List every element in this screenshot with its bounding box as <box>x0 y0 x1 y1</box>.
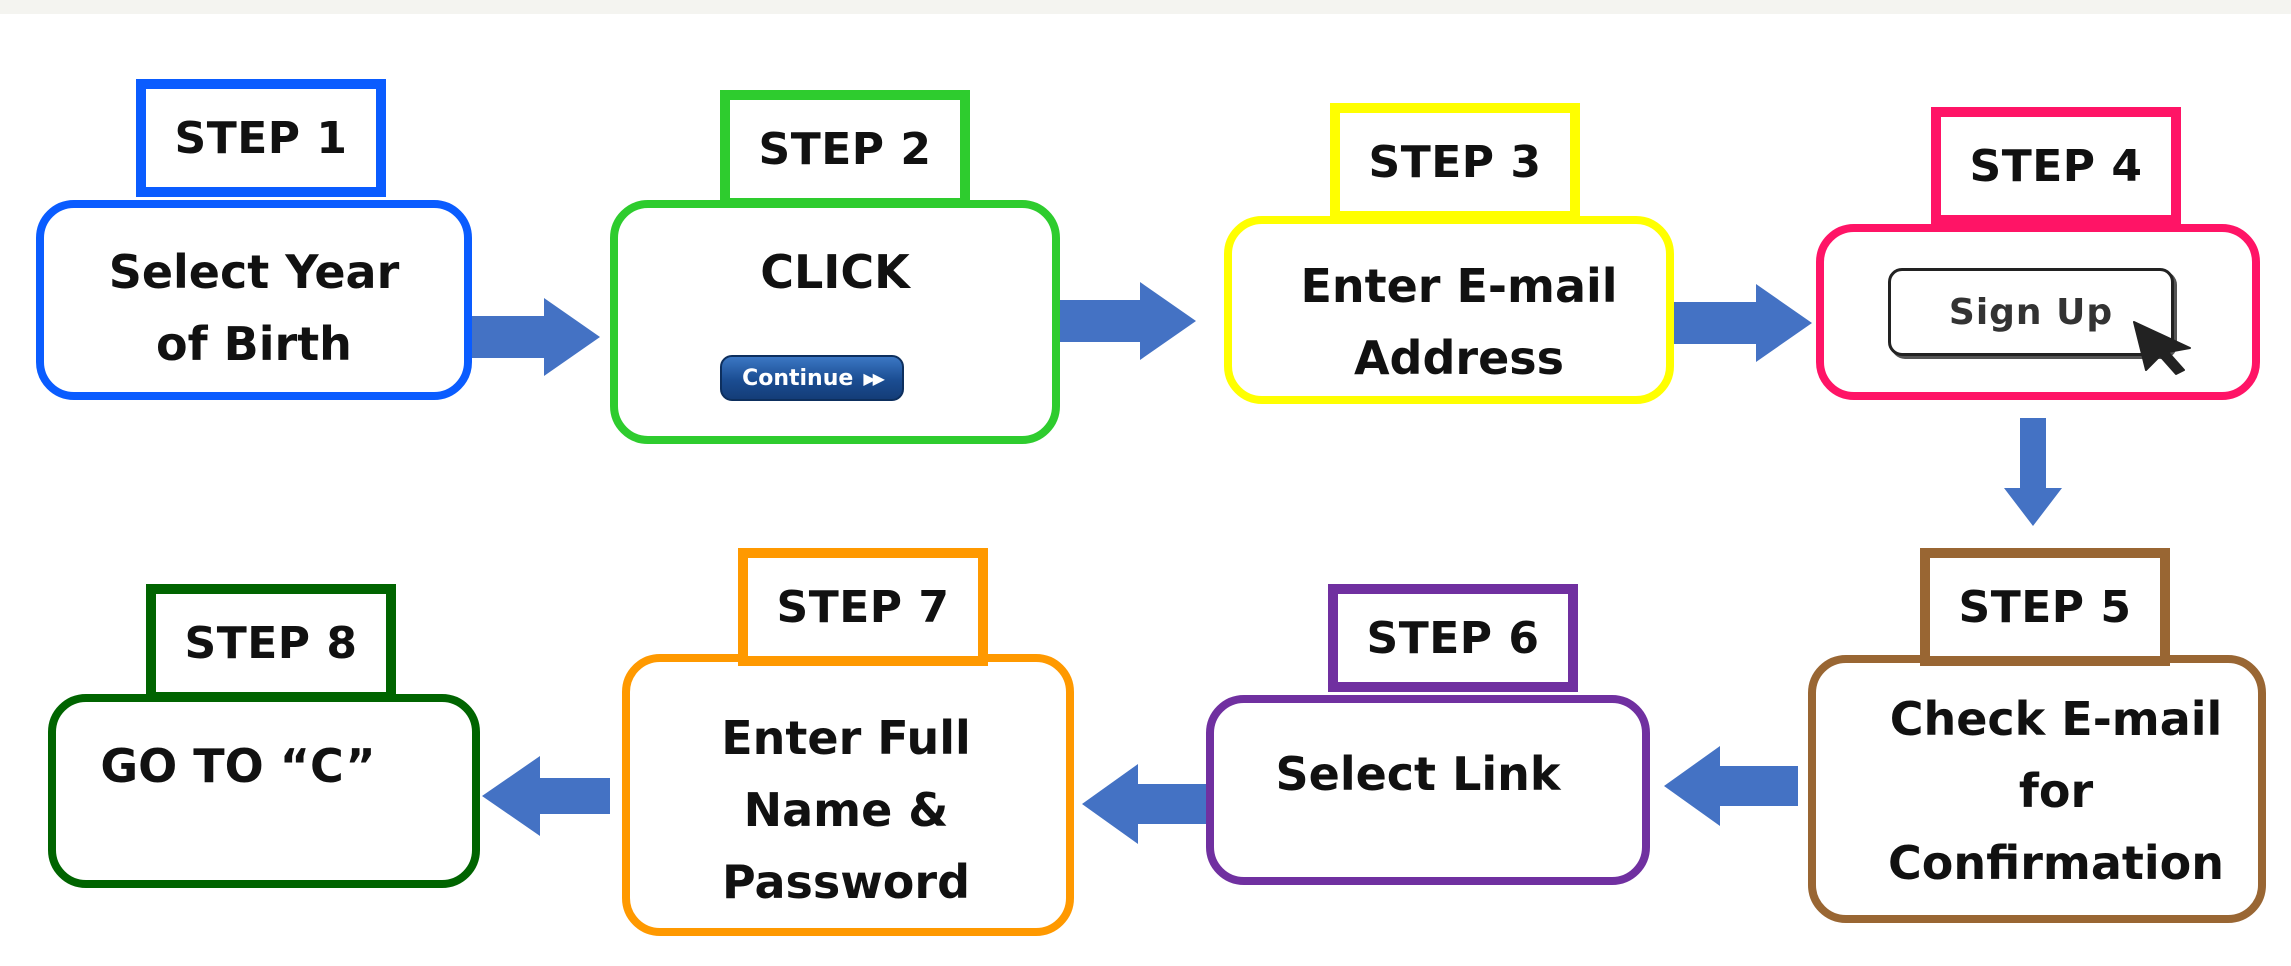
step-3-line-1: Enter E-mail <box>1300 259 1618 313</box>
step-5-line-2: for <box>2018 764 2094 818</box>
sign-up-button[interactable]: Sign Up <box>1888 268 2174 356</box>
arrow-step2-to-step3 <box>1054 282 1196 360</box>
step-4-label: STEP 4 <box>1931 107 2181 225</box>
continue-button[interactable]: Continue ▶▶ <box>720 355 904 401</box>
arrow-step7-to-step8 <box>482 756 610 836</box>
step-6-line-1: Select Link <box>1275 747 1561 801</box>
arrow-step4-to-step5 <box>2004 418 2062 526</box>
step-2-label: STEP 2 <box>720 90 970 208</box>
step-2-text: CLICK <box>610 236 1060 308</box>
step-7-label: STEP 7 <box>738 548 988 666</box>
step-8-label: STEP 8 <box>146 584 396 702</box>
step-7-line-1: Enter Full <box>721 711 971 765</box>
sign-up-button-label: Sign Up <box>1948 291 2114 333</box>
step-6-text: Select Link <box>1206 738 1630 810</box>
arrow-step5-to-step6 <box>1664 746 1798 826</box>
double-chevron-right-icon: ▶▶ <box>863 368 885 388</box>
step-3-text: Enter E-mail Address <box>1224 250 1694 394</box>
step-6-box <box>1206 695 1650 885</box>
step-7-text: Enter Full Name & Password <box>622 702 1070 918</box>
step-5-line-3: Confirmation <box>1888 836 2224 890</box>
step-7-line-2: Name & <box>743 783 949 837</box>
step-5-box <box>1808 655 2266 923</box>
step-6-label: STEP 6 <box>1328 584 1578 692</box>
step-7-line-3: Password <box>722 855 970 909</box>
step-1-box <box>36 200 472 400</box>
continue-button-label: Continue <box>742 365 854 391</box>
step-3-box <box>1224 216 1674 404</box>
step-1-text: Select Year of Birth <box>36 236 472 380</box>
step-8-line-1: GO TO “C” <box>100 739 376 793</box>
mouse-pointer-icon <box>2133 321 2191 375</box>
step-1-label: STEP 1 <box>136 79 386 197</box>
step-2-box <box>610 200 1060 444</box>
step-1-line-1: Select Year <box>108 245 400 299</box>
arrow-step3-to-step4 <box>1668 284 1812 362</box>
step-5-text: Check E-mail for Confirmation <box>1808 683 2291 899</box>
step-5-line-1: Check E-mail <box>1889 692 2223 746</box>
step-2-line-1: CLICK <box>760 245 910 299</box>
arrow-step1-to-step2 <box>466 298 600 376</box>
top-band <box>0 0 2291 14</box>
arrow-step6-to-step7 <box>1082 764 1206 844</box>
step-8-text: GO TO “C” <box>48 730 428 802</box>
step-1-line-2: of Birth <box>156 317 352 371</box>
step-5-label: STEP 5 <box>1920 548 2170 666</box>
step-3-label: STEP 3 <box>1330 103 1580 221</box>
step-3-line-2: Address <box>1353 331 1565 385</box>
